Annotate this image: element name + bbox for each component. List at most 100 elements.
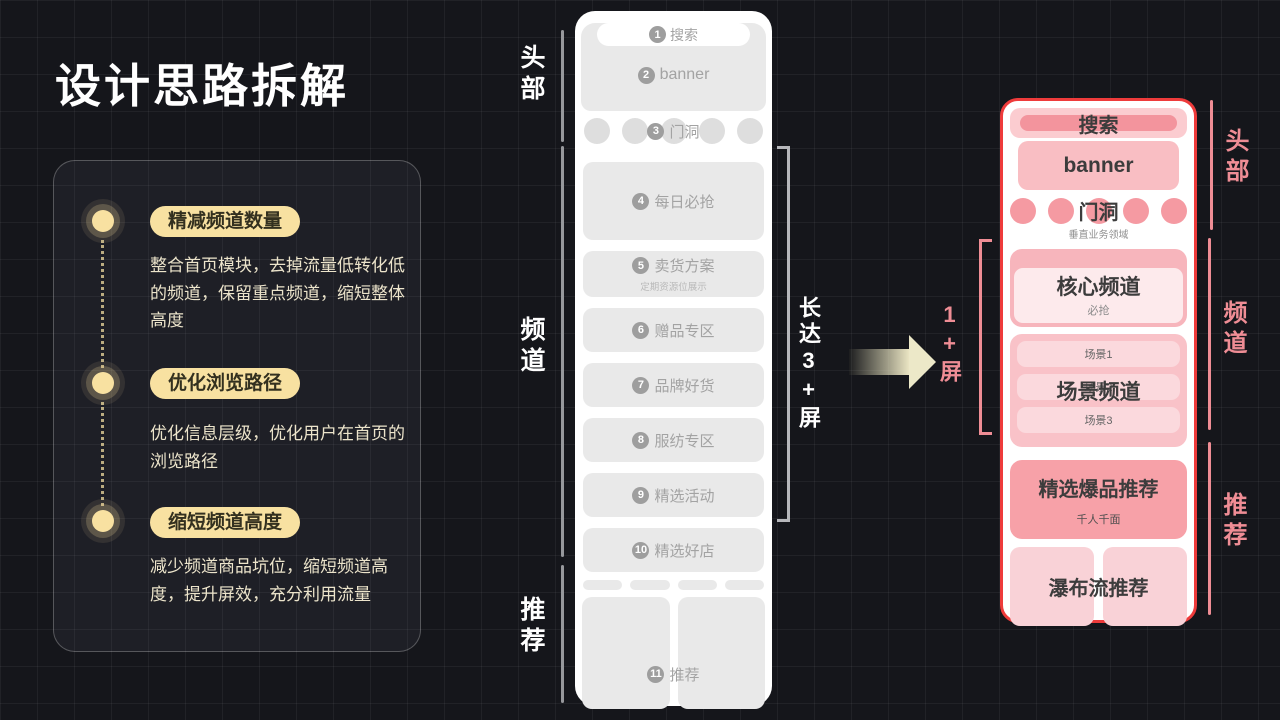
transform-arrow-icon — [849, 349, 909, 375]
new-doors-row: 门洞 — [1010, 197, 1187, 224]
step-number: 7 — [632, 376, 650, 394]
door-circle-icon — [698, 118, 725, 144]
core-channel-inner: 核心频道 必抢 — [1014, 268, 1183, 323]
hot-picks-sub: 千人千面 — [1076, 514, 1121, 526]
wire-tab-row — [583, 580, 764, 590]
step-number: 4 — [632, 192, 650, 210]
core-channel-block: 核心频道 必抢 — [1010, 249, 1187, 327]
channel-sublabel: 定期资源位展示 — [640, 282, 707, 293]
center-label-recommend: 推荐 — [517, 596, 545, 658]
screen-count-note: 1+屏 — [937, 302, 962, 386]
recommend-section-line — [561, 565, 564, 703]
wire-recommend-cards: 11 推荐 — [582, 597, 765, 709]
step-number: 6 — [632, 321, 650, 339]
strategy-desc-1: 整合首页模块，去掉流量低转化低的频道，保留重点频道，缩短整体高度 — [150, 256, 405, 331]
header-section-line — [561, 30, 564, 142]
center-label-header: 头部 — [517, 44, 545, 106]
channel-label: 每日必抢 — [654, 193, 715, 211]
right-recommend-line — [1208, 442, 1211, 615]
waterfall-block: 瀑布流推荐 — [1010, 547, 1187, 626]
scene-pill-3: 场景3 — [1017, 407, 1180, 433]
tab-placeholder — [724, 580, 764, 590]
new-search-label: 搜索 — [1078, 114, 1119, 137]
door-circle-icon — [584, 118, 610, 144]
wire-recommend-label: 11 推荐 — [582, 640, 765, 709]
recommend-text: 推荐 — [669, 666, 700, 684]
tab-placeholder — [630, 580, 670, 590]
wire-search-bar: 1 搜索 — [597, 23, 750, 46]
wire-doors-label: 3 门洞 — [581, 111, 766, 151]
door-circle-icon — [660, 118, 687, 144]
strategy-pill-2: 优化浏览路径 — [150, 368, 301, 399]
right-channels-line — [1208, 238, 1211, 430]
strategy-pill-1: 精减频道数量 — [150, 206, 301, 237]
strategy-desc-3: 减少频道商品坑位，缩短频道高度，提升屏效，充分利用流量 — [150, 557, 388, 604]
strategy-pill-3: 缩短频道高度 — [150, 507, 301, 538]
timeline-dot-icon — [92, 372, 114, 394]
transform-arrow-head-icon — [909, 335, 936, 389]
search-bar-fill — [1020, 115, 1177, 131]
tab-placeholder — [677, 580, 717, 590]
new-search-block: 搜索 — [1010, 108, 1187, 138]
step-number: 3 — [647, 122, 665, 140]
wire-header-band: 1 搜索 2 banner — [581, 23, 766, 111]
channel-label: 服纺专区 — [654, 432, 715, 450]
right-label-header: 头部 — [1221, 128, 1248, 188]
scene-pill-2: 场景2 — [1017, 374, 1180, 400]
waterfall-card — [1103, 547, 1187, 626]
channel-label: 精选好店 — [654, 542, 715, 560]
channel-label: 卖货方案 — [654, 258, 715, 275]
waterfall-label: 瀑布流推荐 — [1048, 578, 1149, 600]
channel-label: 赠品专区 — [654, 322, 715, 340]
wire-doors-row: 3 门洞 — [581, 111, 766, 151]
step-number: 8 — [632, 431, 650, 449]
door-circle-icon — [737, 118, 763, 144]
new-doors-label: 门洞 — [1078, 202, 1119, 224]
hot-picks-block: 精选爆品推荐 千人千面 — [1010, 460, 1187, 539]
one-screen-bracket — [979, 239, 992, 435]
redesign-phone: 搜索 banner 门洞 垂直业务领域 核心频道 必抢 场景1 场景2 场景3 … — [1000, 98, 1197, 626]
timeline-connector — [101, 402, 104, 506]
wire-doors-text: 门洞 — [669, 123, 700, 141]
door-circle-icon — [1047, 197, 1074, 224]
timeline-dot-icon — [92, 510, 114, 532]
core-channel-title: 核心频道 — [1056, 276, 1141, 299]
hot-picks-title: 精选爆品推荐 — [1038, 479, 1159, 501]
right-header-line — [1210, 100, 1213, 230]
page-title: 设计思路拆解 — [55, 60, 349, 112]
step-number: 2 — [637, 66, 655, 84]
core-channel-sub: 必抢 — [1087, 305, 1110, 317]
waterfall-card — [1010, 547, 1094, 626]
scene-channel-block: 场景1 场景2 场景3 场景频道 — [1010, 334, 1187, 447]
tab-placeholder — [583, 580, 623, 590]
right-label-recommend: 推荐 — [1219, 492, 1246, 552]
wire-banner-label: banner — [659, 66, 710, 83]
feed-card-placeholder — [582, 597, 670, 709]
channels-section-line — [561, 146, 564, 557]
scene-pill-1: 场景1 — [1017, 341, 1180, 367]
right-label-channels: 频道 — [1219, 300, 1246, 360]
step-number: 10 — [632, 541, 650, 559]
step-number: 5 — [632, 257, 650, 274]
length-bracket — [777, 146, 790, 522]
door-circle-icon — [1085, 197, 1112, 224]
scene-channel-title: 场景频道 — [1056, 380, 1141, 404]
channel-label: 品牌好货 — [654, 377, 715, 395]
new-doors-sublabel: 垂直业务领域 — [1068, 230, 1129, 241]
wire-search-label: 搜索 — [670, 26, 698, 43]
door-circle-icon — [1123, 197, 1150, 224]
center-label-channels: 频道 — [517, 316, 545, 378]
strategy-panel — [53, 160, 421, 652]
door-circle-icon — [622, 118, 649, 144]
wire-banner: 2 banner — [581, 46, 766, 104]
door-circle-icon — [1010, 197, 1036, 224]
length-note: 长达3+屏 — [796, 296, 821, 432]
step-number: 1 — [649, 26, 666, 43]
